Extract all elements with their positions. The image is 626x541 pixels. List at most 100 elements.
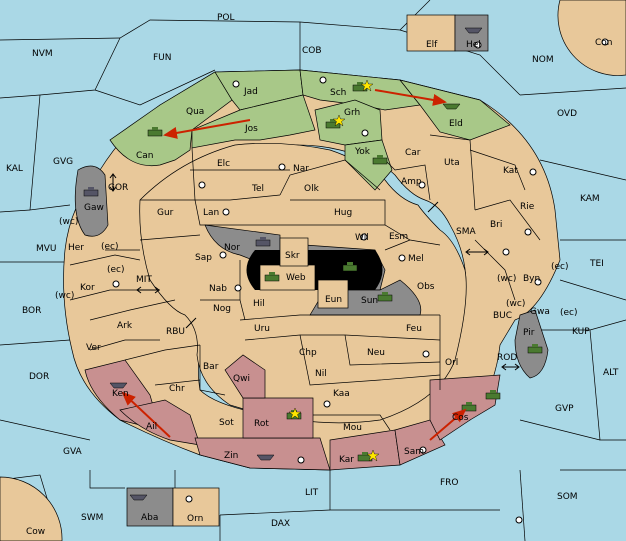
sea-buc: BUC	[493, 311, 512, 321]
label-ail: Ail	[146, 422, 157, 432]
label-neu: Neu	[367, 348, 385, 358]
territory-ail[interactable]	[119, 399, 201, 446]
label-nar: Nar	[293, 164, 309, 174]
sea-ovd: OVD	[557, 109, 577, 119]
label-ec1: (ec)	[101, 242, 119, 252]
army-unit-ost[interactable]	[342, 262, 358, 272]
label-can: Can	[136, 151, 154, 161]
label-gwa: Gwa	[530, 307, 550, 317]
supply-centers	[112, 38, 609, 524]
label-kat: Kat	[503, 166, 518, 176]
label-cow: Cow	[26, 527, 45, 537]
label-sun: Sun	[361, 296, 378, 306]
territory-qwi[interactable]	[224, 354, 266, 399]
label-gaw: Gaw	[84, 203, 104, 213]
label-qua: Qua	[186, 107, 204, 117]
fleet-unit-ken[interactable]	[109, 382, 128, 389]
label-skr: Skr	[285, 251, 300, 261]
order-arrows	[121, 89, 467, 441]
army-unit-yok[interactable]	[372, 155, 388, 165]
army-unit-nor[interactable]	[255, 237, 271, 247]
label-hug: Hug	[334, 208, 352, 218]
sea-tei: TEI	[589, 259, 604, 269]
passage-arrows	[109, 173, 520, 371]
label-chp: Chp	[299, 348, 317, 358]
fleet-unit-hel[interactable]	[464, 27, 483, 34]
army-unit-gaw[interactable]	[83, 187, 99, 197]
sea-swm: SWM	[81, 513, 103, 523]
label-nog: Nog	[213, 304, 231, 314]
sea-dax: DAX	[271, 519, 290, 529]
sea-nom: NOM	[532, 55, 554, 65]
label-amp: Amp	[401, 177, 422, 187]
label-orl: Orl	[445, 358, 458, 368]
territory-gaw[interactable]	[74, 165, 109, 237]
army-unit-grh[interactable]	[325, 119, 341, 129]
label-eun: Eun	[325, 295, 342, 305]
label-jos: Jos	[244, 124, 258, 134]
label-wc4: (wc)	[506, 299, 525, 309]
sea-gor: GOR	[108, 183, 128, 193]
star-markers	[288, 79, 380, 462]
sea-rbu: RBU	[166, 327, 185, 337]
label-aba: Aba	[141, 513, 158, 523]
army-unit-can[interactable]	[147, 127, 163, 137]
territory-cow[interactable]	[0, 476, 63, 541]
label-olk: Olk	[304, 184, 320, 194]
sea-dor: DOR	[29, 372, 49, 382]
label-chr: Chr	[169, 384, 185, 394]
label-ec2: (ec)	[107, 265, 125, 275]
territory-can[interactable]	[109, 71, 233, 167]
army-unit-cos[interactable]	[461, 402, 477, 412]
label-mou: Mou	[343, 423, 362, 433]
territory-skr[interactable]	[279, 237, 309, 267]
label-grh: Grh	[344, 108, 360, 118]
label-wc1: (wc)	[59, 217, 78, 227]
sea-bor: BOR	[22, 306, 41, 316]
label-kor: Kor	[80, 283, 95, 293]
label-wc3: (wc)	[55, 291, 74, 301]
label-hil: Hil	[253, 299, 265, 309]
territory-pir[interactable]	[514, 309, 549, 379]
label-rot: Rot	[254, 419, 269, 429]
territory-jos[interactable]	[191, 94, 316, 149]
territory-rot[interactable]	[242, 397, 314, 439]
fleet-unit-eld[interactable]	[442, 103, 461, 110]
sea-nvm: NVM	[32, 49, 53, 59]
label-sam: Sam	[404, 447, 424, 457]
label-bar: Bar	[203, 362, 219, 372]
label-lan: Lan	[203, 208, 219, 218]
label-esm: Esm	[389, 232, 408, 242]
army-unit-pir[interactable]	[527, 344, 543, 354]
label-elc: Elc	[217, 159, 230, 169]
army-unit-web[interactable]	[264, 272, 280, 282]
territory-sam[interactable]	[394, 419, 446, 466]
label-pir: Pir	[523, 328, 535, 338]
label-orn: Orn	[187, 514, 203, 524]
label-con: Con	[595, 38, 613, 48]
territory-eun[interactable]	[317, 279, 349, 309]
sea-kup: KUP	[572, 327, 590, 337]
label-ark: Ark	[117, 321, 133, 331]
fleet-unit-zin[interactable]	[256, 454, 275, 461]
territory-aba[interactable]	[126, 487, 174, 527]
sea-kal: KAL	[6, 164, 23, 174]
label-rie: Rie	[520, 202, 535, 212]
label-ver: Ver	[86, 343, 101, 353]
label-hel: Hel	[466, 40, 481, 50]
label-sot: Sot	[219, 418, 234, 428]
label-uta: Uta	[444, 158, 460, 168]
army-unit-sun[interactable]	[377, 292, 393, 302]
territory-orn[interactable]	[172, 487, 220, 527]
label-nab: Nab	[209, 284, 227, 294]
label-mel: Mel	[408, 254, 424, 264]
fleet-unit-aba[interactable]	[129, 494, 148, 501]
territory-yok[interactable]	[344, 139, 393, 191]
army-unit-cos-2[interactable]	[485, 390, 501, 400]
sea-alt: ALT	[603, 368, 619, 378]
label-sch: Sch	[330, 88, 346, 98]
label-bri: Bri	[490, 220, 502, 230]
sea-mvu: MVU	[36, 244, 57, 254]
territory-con[interactable]	[557, 0, 626, 76]
